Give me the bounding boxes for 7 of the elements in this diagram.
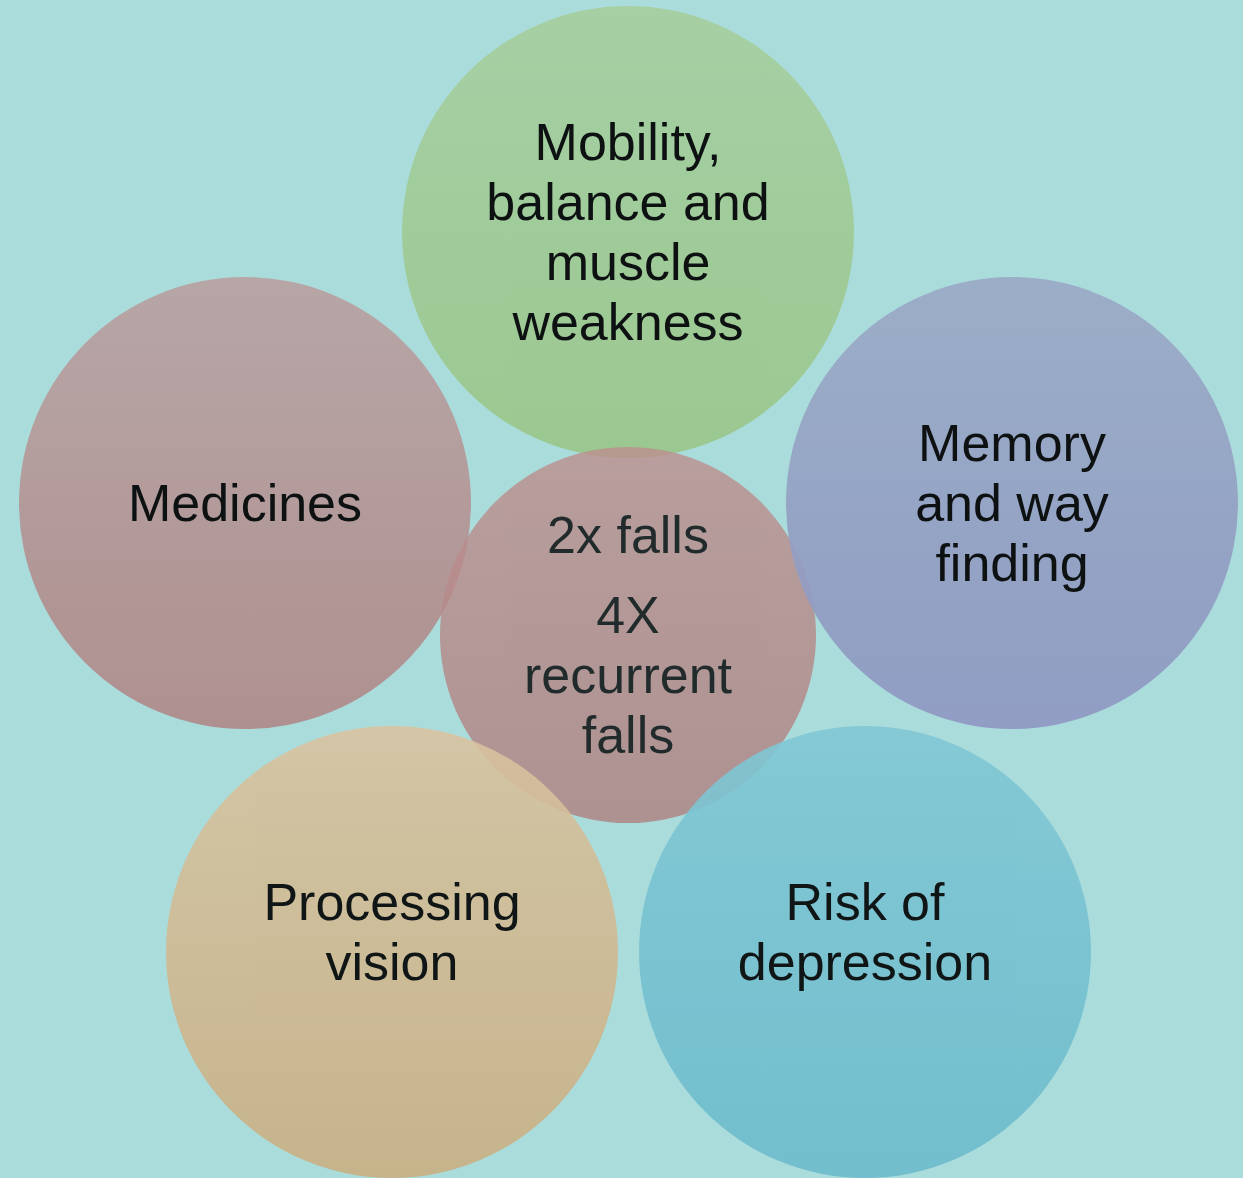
circle-label: Risk of depression	[736, 872, 994, 992]
circle-label: 4X recurrent falls	[522, 585, 734, 765]
circle-label: Medicines	[127, 473, 363, 533]
circle-label: Mobility, balance and muscle weakness	[485, 112, 771, 352]
circle-label: Memory and way finding	[914, 413, 1110, 593]
circle-label: Processing vision	[262, 872, 522, 992]
circle-label: 2x falls	[547, 505, 709, 565]
